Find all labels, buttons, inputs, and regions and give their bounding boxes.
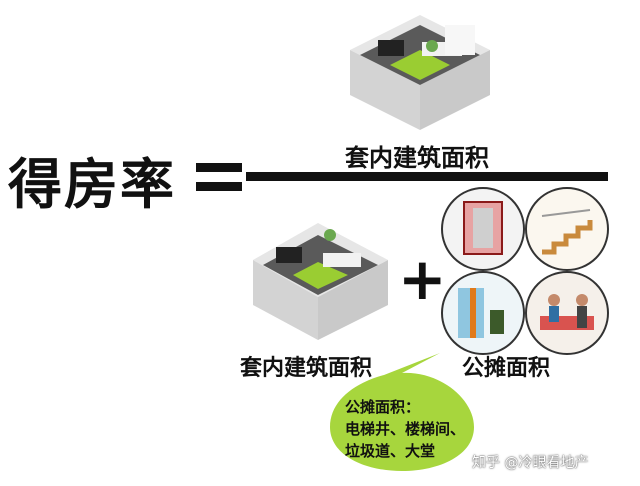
garbage-room-illustration — [441, 271, 525, 355]
formula-title: 得房率 — [8, 153, 176, 216]
room-illustration-top — [350, 15, 490, 130]
numerator-label: 套内建筑面积 — [345, 144, 489, 172]
shared-area-detail: 公摊面积： 电梯井、楼梯间、 垃圾道、大堂 — [345, 396, 485, 462]
speech-bubble — [330, 353, 474, 471]
denominator-inner-area-label: 套内建筑面积 — [240, 356, 373, 381]
lobby-illustration — [525, 271, 609, 355]
equals-sign — [196, 163, 242, 193]
elevator-shaft-illustration — [441, 187, 525, 271]
fraction-line — [246, 172, 608, 181]
shared-area-label: 公摊面积 — [462, 356, 551, 381]
watermark: 知乎 @冷眼看地产 — [472, 455, 589, 471]
plus-sign: + — [398, 245, 447, 313]
shared-detail-line-1: 电梯井、楼梯间、 — [345, 420, 466, 438]
shared-detail-title: 公摊面积： — [345, 398, 421, 416]
staircase-illustration — [525, 187, 609, 271]
room-illustration-bottom — [253, 223, 388, 340]
shared-detail-line-2: 垃圾道、大堂 — [345, 442, 436, 460]
